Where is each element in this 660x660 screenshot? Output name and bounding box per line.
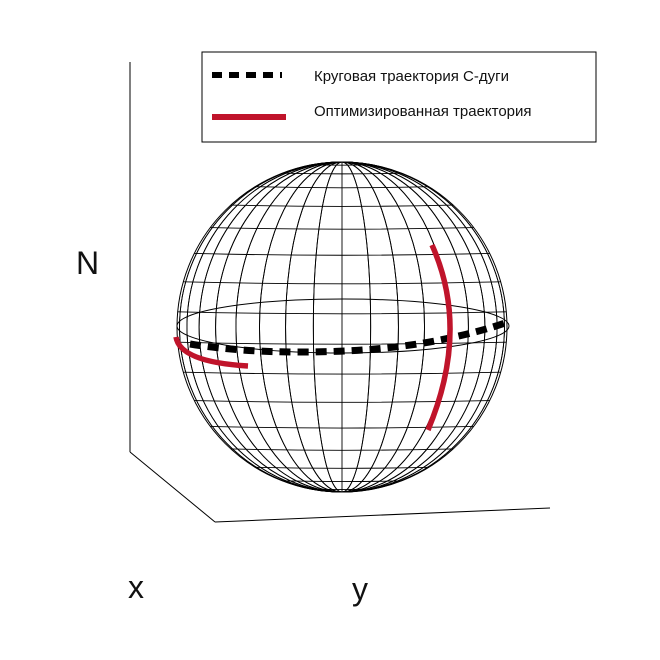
sphere-parallel	[183, 281, 501, 285]
sphere-wireframe	[176, 161, 508, 493]
axes-frame	[129, 62, 551, 523]
sphere-parallel	[282, 480, 402, 483]
horizontal-axis	[214, 507, 551, 523]
axis-label-x: x	[128, 569, 144, 605]
axis-label-n: N	[76, 245, 99, 281]
depth-axis	[129, 451, 216, 523]
sphere-parallel	[194, 253, 490, 256]
optimized-trajectory-right	[425, 243, 453, 432]
equator-ring	[176, 298, 510, 354]
sphere-parallel	[230, 448, 454, 451]
legend-dashed-label: Круговая траектория С-дуги	[314, 68, 509, 85]
sphere-parallel	[210, 227, 474, 230]
legend: Круговая траектория С-дуги Оптимизирован…	[201, 51, 597, 143]
legend-solid-label: Оптимизированная траектория	[314, 103, 532, 120]
sphere-parallel	[177, 311, 507, 315]
axis-label-y: y	[352, 571, 368, 607]
sphere-parallel	[255, 186, 429, 189]
legend-box	[201, 51, 597, 143]
sphere-parallel	[194, 400, 490, 403]
sphere-parallel	[230, 204, 454, 207]
sphere-parallel	[183, 371, 501, 375]
sphere-parallel	[177, 341, 507, 345]
sphere-parallel	[210, 425, 474, 429]
sphere-meridian	[179, 161, 505, 493]
optimized-trajectory-left	[173, 336, 249, 369]
sphere-parallel	[255, 466, 429, 469]
c-arc-circular-trajectory	[189, 318, 510, 356]
sphere-parallel	[282, 172, 402, 175]
